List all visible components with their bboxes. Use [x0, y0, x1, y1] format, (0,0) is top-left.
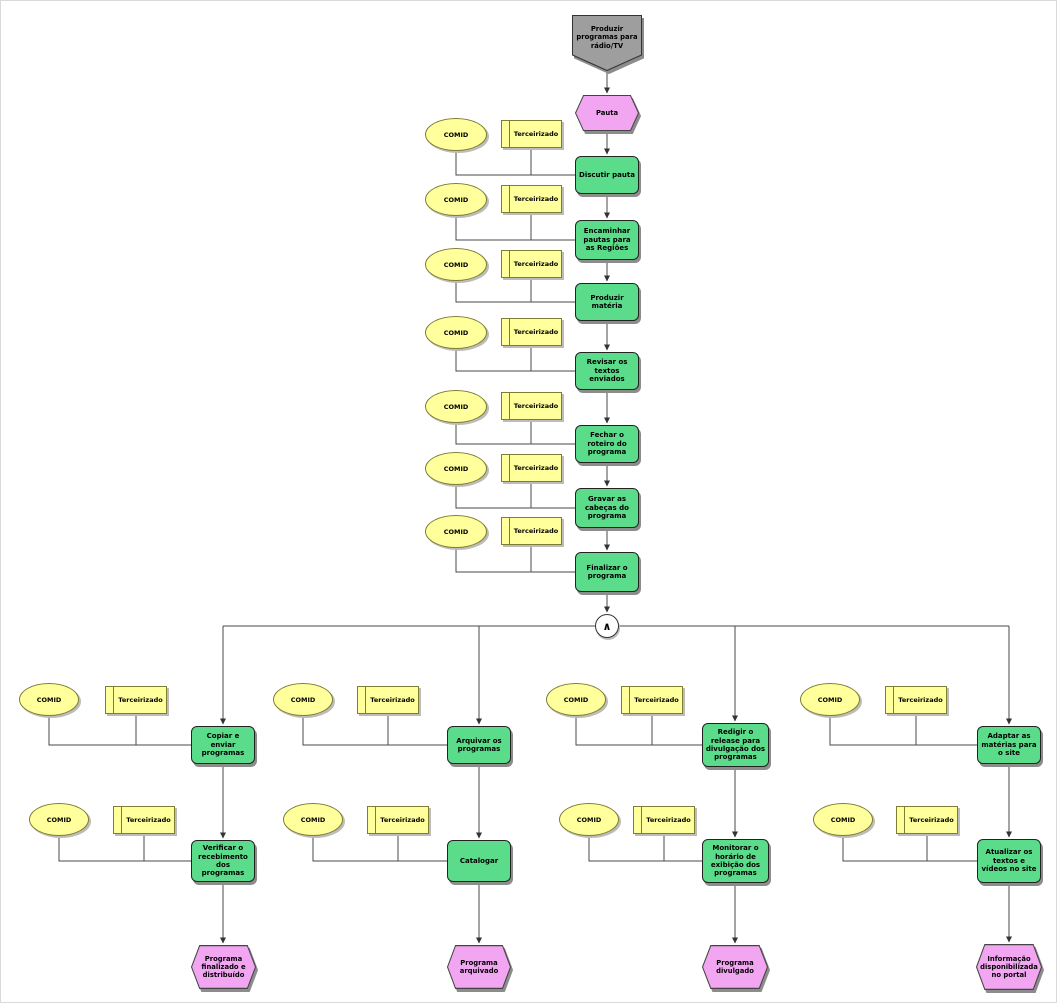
function-atualizar-site: Atualizar os textos e vídeos no site — [977, 839, 1041, 883]
event-label: Programa finalizado e distribuído — [201, 954, 246, 980]
org-unit-comid: COMID — [425, 248, 487, 281]
org-unit-comid: COMID — [425, 515, 487, 548]
role-terceirizado: Terceirizado — [501, 392, 562, 420]
function-monitorar-horario: Monitorar o horário de exibição dos prog… — [702, 839, 769, 883]
role-terceirizado: Terceirizado — [885, 686, 947, 714]
org-unit-comid: COMID — [800, 683, 860, 716]
event-node-informacao-portal: Informação disponibilizada no portal — [976, 944, 1042, 990]
role-terceirizado: Terceirizado — [113, 806, 175, 834]
function-fechar-roteiro: Fechar o roteiro do programa — [575, 425, 639, 463]
function-discutir-pauta: Discutir pauta — [575, 156, 639, 194]
process-interface-node: Produzir programas para rádio/TV — [572, 15, 642, 71]
event-node-programa-arquivado: Programa arquivado — [447, 945, 511, 989]
role-terceirizado: Terceirizado — [896, 806, 958, 834]
event-label: Programa arquivado — [459, 958, 499, 975]
org-unit-comid: COMID — [546, 683, 606, 716]
event-label: Pauta — [595, 108, 619, 117]
event-node-pauta: Pauta — [575, 95, 639, 131]
org-unit-comid: COMID — [425, 452, 487, 485]
role-terceirizado: Terceirizado — [501, 318, 562, 346]
hexagon-shape — [976, 944, 1042, 990]
function-copiar-enviar: Copiar e enviar programas — [191, 726, 255, 764]
org-unit-comid: COMID — [425, 316, 487, 349]
function-revisar-textos: Revisar os textos enviados — [575, 352, 639, 390]
role-terceirizado: Terceirizado — [501, 185, 562, 213]
hexagon-shape — [575, 95, 639, 131]
function-adaptar-materias: Adaptar as matérias para o site — [977, 726, 1041, 764]
role-terceirizado: Terceirizado — [367, 806, 429, 834]
event-node-programa-divulgado: Programa divulgado — [702, 945, 768, 989]
process-interface-label: Produzir programas para rádio/TV — [576, 25, 638, 50]
function-encaminhar-pautas: Encaminhar pautas para as Regiões — [575, 220, 639, 260]
pentagon-shape — [572, 15, 642, 71]
org-unit-comid: COMID — [559, 803, 619, 836]
and-connector: ∧ — [595, 614, 619, 638]
role-terceirizado: Terceirizado — [621, 686, 683, 714]
event-node-programa-distribuido: Programa finalizado e distribuído — [191, 945, 256, 989]
function-arquivar-programas: Arquivar os programas — [447, 726, 511, 764]
org-unit-comid: COMID — [19, 683, 79, 716]
function-catalogar: Catalogar — [447, 840, 511, 882]
hexagon-shape — [191, 945, 256, 989]
function-verificar-recebimento: Verificar o recebimento dos programas — [191, 840, 255, 882]
role-terceirizado: Terceirizado — [633, 806, 695, 834]
org-unit-comid: COMID — [273, 683, 333, 716]
role-terceirizado: Terceirizado — [105, 686, 167, 714]
role-terceirizado: Terceirizado — [501, 517, 562, 545]
org-unit-comid: COMID — [29, 803, 89, 836]
role-terceirizado: Terceirizado — [501, 250, 562, 278]
hexagon-shape — [447, 945, 511, 989]
function-finalizar-programa: Finalizar o programa — [575, 552, 639, 592]
org-unit-comid: COMID — [425, 118, 487, 151]
org-unit-comid: COMID — [425, 183, 487, 216]
role-terceirizado: Terceirizado — [501, 454, 562, 482]
org-unit-comid: COMID — [283, 803, 343, 836]
event-label: Informação disponibilizada no portal — [980, 954, 1038, 980]
hexagon-shape — [702, 945, 768, 989]
role-terceirizado: Terceirizado — [501, 120, 562, 148]
org-unit-comid: COMID — [425, 390, 487, 423]
role-terceirizado: Terceirizado — [357, 686, 419, 714]
function-produzir-materia: Produzir matéria — [575, 283, 639, 321]
function-redigir-release: Redigir o release para divulgação dos pr… — [702, 723, 769, 767]
org-unit-comid: COMID — [813, 803, 873, 836]
event-label: Programa divulgado — [716, 958, 754, 975]
function-gravar-cabecas: Gravar as cabeças do programa — [575, 488, 639, 528]
